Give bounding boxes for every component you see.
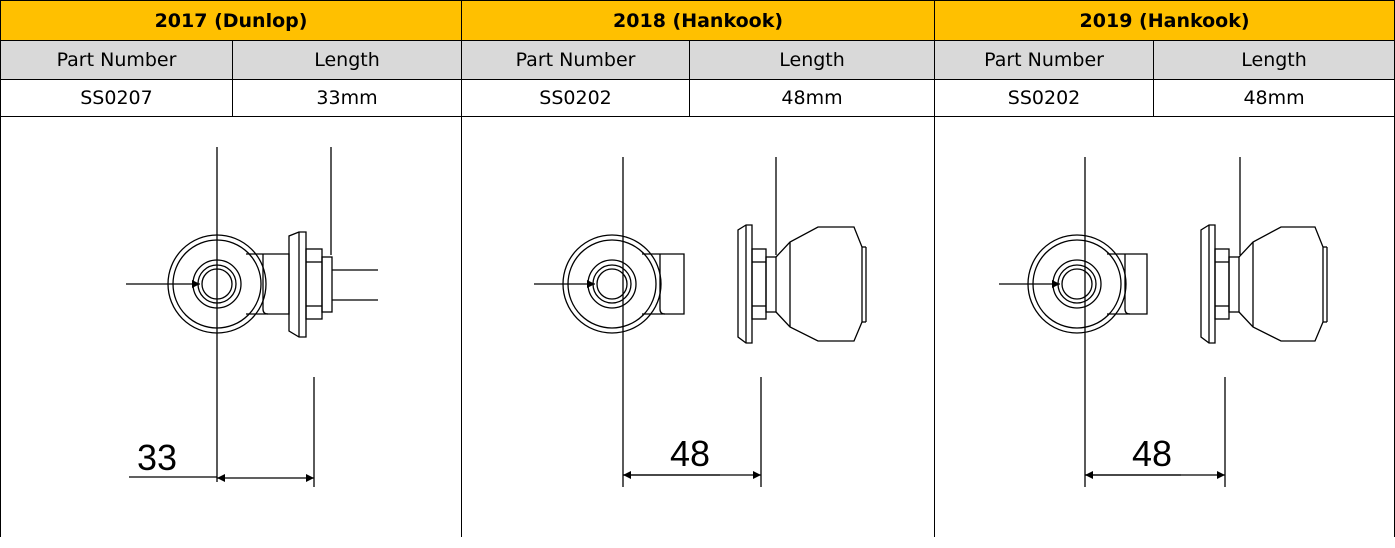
drawing-cell-2017: 33 bbox=[0, 116, 463, 537]
part-number-cell: SS0207 bbox=[0, 79, 233, 117]
year-header-2019: 2019 (Hankook) bbox=[934, 0, 1395, 41]
technical-drawing-2019: 48 bbox=[999, 157, 1328, 487]
length-header: Length bbox=[231, 40, 463, 80]
length-cell: 48mm bbox=[1153, 79, 1395, 117]
drawing-cell-2018: 48 bbox=[461, 116, 936, 537]
year-header-row: 2017 (Dunlop) 2018 (Hankook) 2019 (Hanko… bbox=[0, 0, 1395, 41]
part-number-header: Part Number bbox=[934, 40, 1155, 80]
dimension-label-2017: 33 bbox=[137, 437, 177, 478]
drawings-row: 33 bbox=[0, 116, 1395, 537]
drawing-cell-2019: 48 bbox=[934, 116, 1395, 537]
length-header: Length bbox=[1153, 40, 1395, 80]
year-header-2018: 2018 (Hankook) bbox=[461, 0, 936, 41]
dimension-label-2018: 48 bbox=[670, 433, 710, 474]
length-header: Length bbox=[689, 40, 936, 80]
length-cell: 48mm bbox=[689, 79, 936, 117]
year-header-2017: 2017 (Dunlop) bbox=[0, 0, 463, 41]
technical-drawing-2018: 48 bbox=[534, 157, 867, 487]
length-cell: 33mm bbox=[231, 79, 463, 117]
part-number-header: Part Number bbox=[0, 40, 233, 80]
values-row: SS0207 33mm SS0202 48mm SS0202 48mm bbox=[0, 79, 1395, 117]
column-header-row: Part Number Length Part Number Length Pa… bbox=[0, 40, 1395, 80]
spec-table: 2017 (Dunlop) 2018 (Hankook) 2019 (Hanko… bbox=[0, 0, 1395, 537]
part-number-cell: SS0202 bbox=[461, 79, 691, 117]
dimension-label-2019: 48 bbox=[1132, 433, 1172, 474]
part-number-cell: SS0202 bbox=[934, 79, 1155, 117]
part-number-header: Part Number bbox=[461, 40, 691, 80]
technical-drawing-2017: 33 bbox=[126, 147, 378, 487]
